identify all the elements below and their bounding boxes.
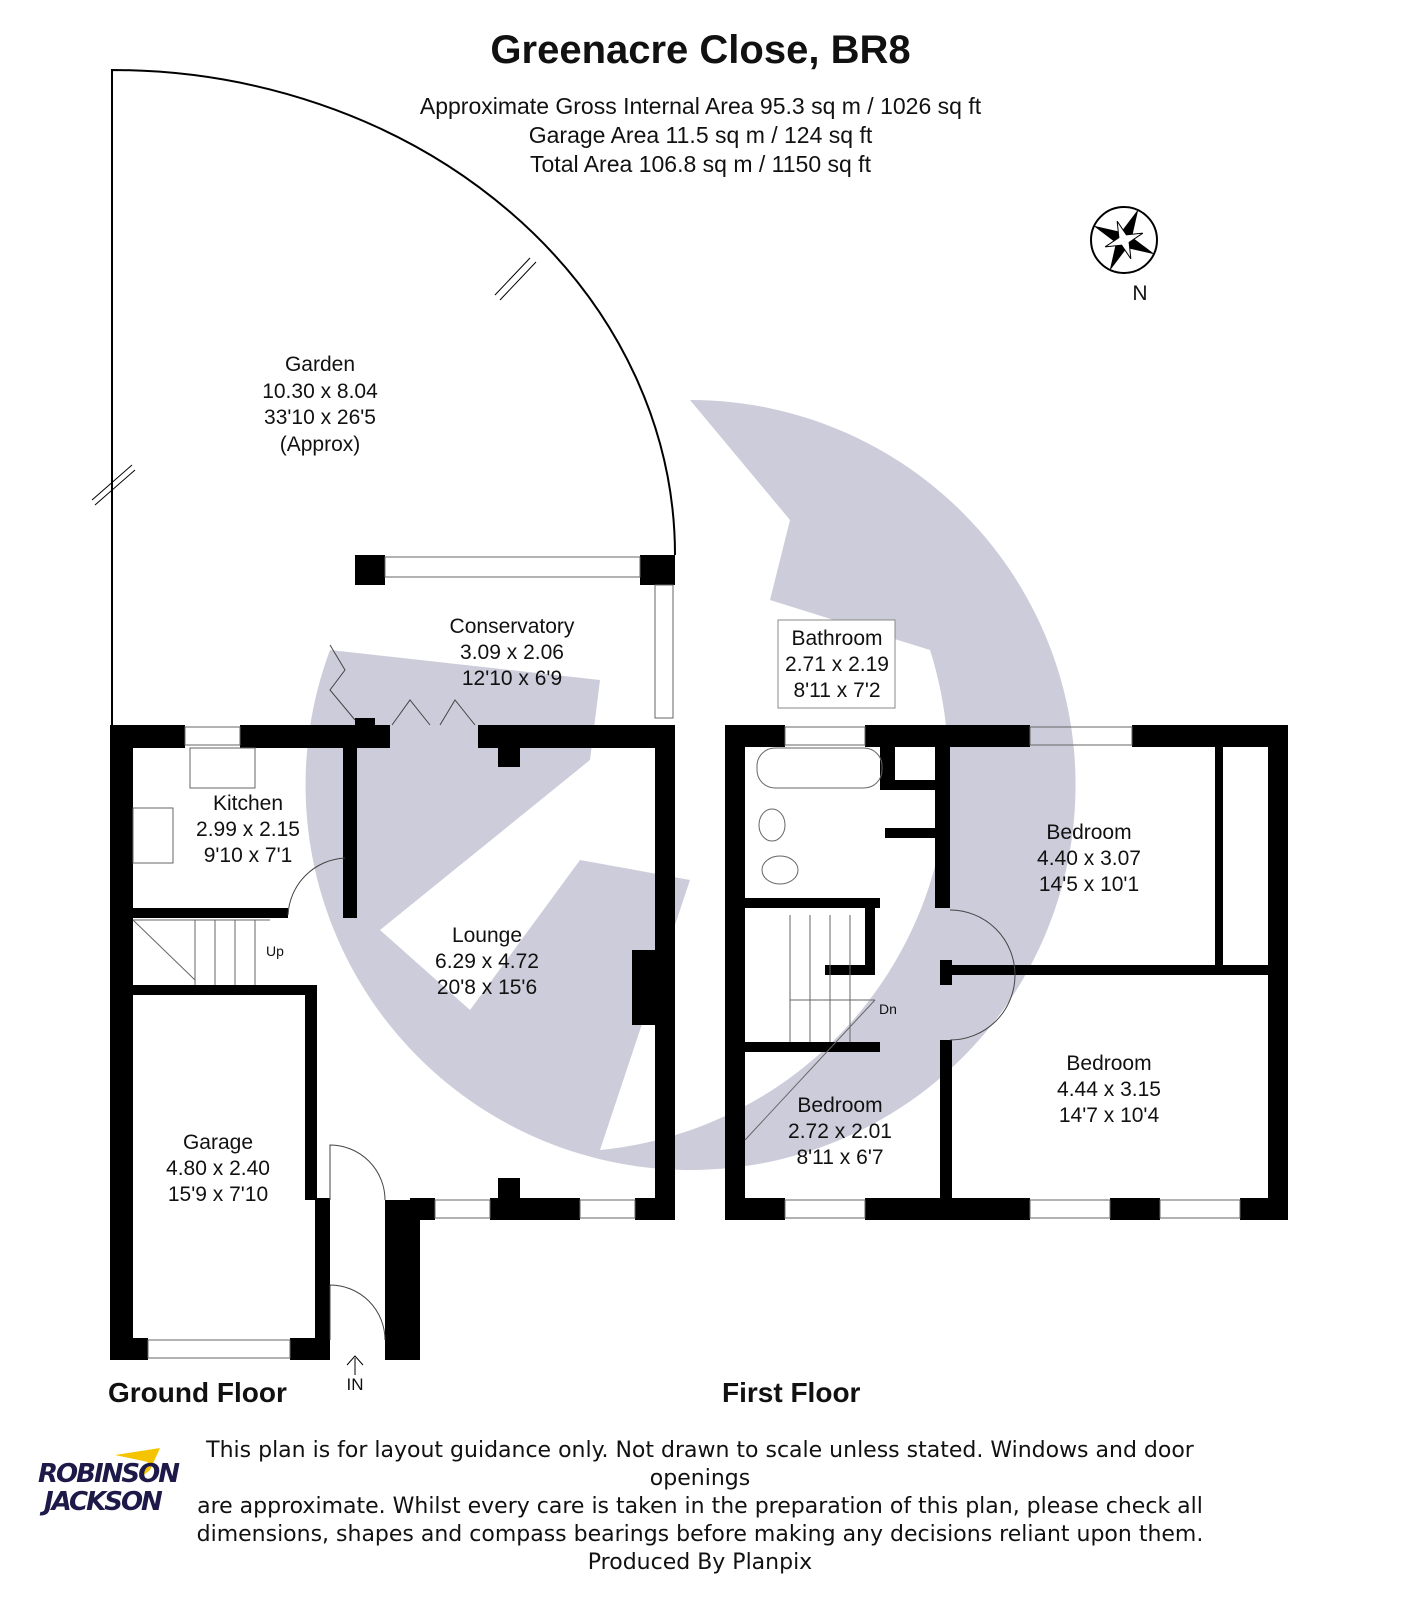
svg-text:2.99 x 2.15: 2.99 x 2.15 bbox=[196, 818, 300, 841]
svg-text:8'11 x 6'7: 8'11 x 6'7 bbox=[796, 1146, 883, 1169]
room-garden: Garden 10.30 x 8.04 33'10 x 26'5 (Approx) bbox=[262, 353, 378, 456]
svg-text:15'9 x 7'10: 15'9 x 7'10 bbox=[168, 1183, 268, 1206]
room-conservatory: Conservatory 3.09 x 2.06 12'10 x 6'9 bbox=[450, 615, 575, 690]
svg-text:9'10 x 7'1: 9'10 x 7'1 bbox=[204, 844, 293, 867]
disclaimer: This plan is for layout guidance only. N… bbox=[190, 1437, 1210, 1577]
garden-boundary bbox=[91, 68, 676, 725]
svg-text:14'5 x 10'1: 14'5 x 10'1 bbox=[1039, 873, 1139, 896]
logo-line-2: JACKSON bbox=[44, 1487, 163, 1517]
svg-text:20'8 x 15'6: 20'8 x 15'6 bbox=[437, 976, 537, 999]
svg-text:Bedroom: Bedroom bbox=[797, 1094, 882, 1117]
logo-bird-icon bbox=[115, 1448, 160, 1478]
svg-text:4.40 x 3.07: 4.40 x 3.07 bbox=[1037, 847, 1141, 870]
svg-text:Bedroom: Bedroom bbox=[1046, 821, 1131, 844]
svg-text:Conservatory: Conservatory bbox=[450, 615, 575, 638]
svg-text:Kitchen: Kitchen bbox=[213, 792, 283, 815]
svg-text:6.29 x 4.72: 6.29 x 4.72 bbox=[435, 950, 539, 973]
stairs-down-label: Dn bbox=[879, 1001, 897, 1017]
disclaimer-line: dimensions, shapes and compass bearings … bbox=[196, 1522, 1204, 1547]
room-bedroom-1: Bedroom 4.40 x 3.07 14'5 x 10'1 bbox=[1037, 821, 1141, 896]
agent-logo: ROBINSON JACKSON bbox=[38, 1459, 180, 1517]
first-floor-walls bbox=[725, 725, 1288, 1220]
ground-floor-label: Ground Floor bbox=[108, 1377, 287, 1408]
room-bedroom-2: Bedroom 4.44 x 3.15 14'7 x 10'4 bbox=[1057, 1052, 1161, 1127]
logo-line-1: ROBINSON bbox=[38, 1459, 180, 1489]
producer-credit: Produced By Planpix bbox=[587, 1550, 813, 1575]
disclaimer-line: This plan is for layout guidance only. N… bbox=[206, 1438, 1194, 1491]
area-summary: Approximate Gross Internal Area 95.3 sq … bbox=[0, 92, 1401, 179]
garage-area: Garage Area 11.5 sq m / 124 sq ft bbox=[528, 122, 873, 148]
compass-north-label: N bbox=[1132, 282, 1147, 305]
gross-internal-area: Approximate Gross Internal Area 95.3 sq … bbox=[419, 93, 982, 119]
room-lounge: Lounge 6.29 x 4.72 20'8 x 15'6 bbox=[435, 924, 539, 999]
stairs-up-label: Up bbox=[266, 943, 284, 959]
svg-text:Bathroom: Bathroom bbox=[791, 627, 882, 650]
svg-text:(Approx): (Approx) bbox=[280, 433, 361, 456]
svg-text:Garage: Garage bbox=[183, 1131, 253, 1154]
svg-text:4.80 x 2.40: 4.80 x 2.40 bbox=[166, 1157, 270, 1180]
room-bedroom-3: Bedroom 2.72 x 2.01 8'11 x 6'7 bbox=[788, 1094, 892, 1169]
svg-text:12'10 x 6'9: 12'10 x 6'9 bbox=[462, 667, 562, 690]
ground-floor-walls bbox=[110, 555, 675, 1360]
entrance-marker: IN bbox=[347, 1355, 364, 1394]
svg-text:10.30 x 8.04: 10.30 x 8.04 bbox=[262, 380, 378, 403]
svg-text:Bedroom: Bedroom bbox=[1066, 1052, 1151, 1075]
room-bathroom: Bathroom 2.71 x 2.19 8'11 x 7'2 bbox=[777, 619, 896, 709]
svg-text:2.71 x 2.19: 2.71 x 2.19 bbox=[785, 653, 889, 676]
svg-text:Lounge: Lounge bbox=[452, 924, 522, 947]
watermark-logo bbox=[305, 399, 1076, 1170]
svg-text:8'11 x 7'2: 8'11 x 7'2 bbox=[793, 679, 880, 702]
disclaimer-line: are approximate. Whilst every care is ta… bbox=[197, 1494, 1203, 1519]
svg-text:IN: IN bbox=[347, 1375, 364, 1394]
page-title: Greenacre Close, BR8 bbox=[490, 28, 911, 72]
first-floor-label: First Floor bbox=[722, 1377, 861, 1408]
svg-text:2.72 x 2.01: 2.72 x 2.01 bbox=[788, 1120, 892, 1143]
total-area: Total Area 106.8 sq m / 1150 sq ft bbox=[530, 151, 871, 177]
svg-text:Garden: Garden bbox=[285, 353, 355, 376]
room-kitchen: Kitchen 2.99 x 2.15 9'10 x 7'1 bbox=[196, 792, 300, 867]
svg-text:4.44 x 3.15: 4.44 x 3.15 bbox=[1057, 1078, 1161, 1101]
svg-text:3.09 x 2.06: 3.09 x 2.06 bbox=[460, 641, 564, 664]
compass-rose-icon: N bbox=[1090, 206, 1158, 305]
room-garage: Garage 4.80 x 2.40 15'9 x 7'10 bbox=[166, 1131, 270, 1206]
svg-text:14'7 x 10'4: 14'7 x 10'4 bbox=[1059, 1104, 1160, 1127]
svg-text:33'10 x 26'5: 33'10 x 26'5 bbox=[264, 406, 376, 429]
